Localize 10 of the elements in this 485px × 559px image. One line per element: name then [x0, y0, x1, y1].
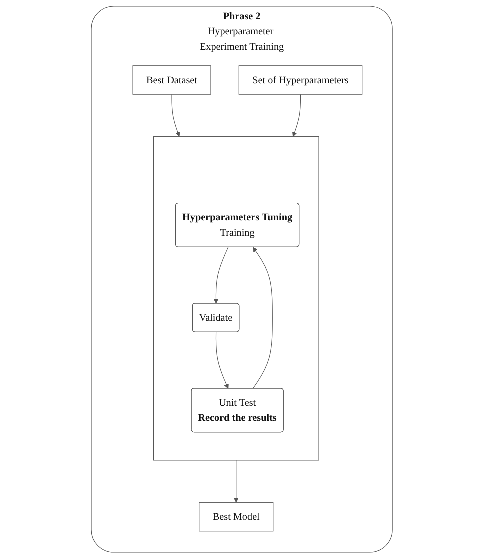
arrow [216, 332, 230, 389]
arrow [234, 460, 240, 503]
node-box: Best Dataset [133, 66, 212, 95]
node-box: Set of Hyperparameters [239, 66, 364, 95]
arrow [172, 94, 181, 138]
arrow [253, 247, 274, 389]
arrow [214, 247, 230, 304]
arrow [292, 94, 302, 138]
cluster [154, 136, 320, 461]
node-box: Best Model [200, 502, 274, 532]
